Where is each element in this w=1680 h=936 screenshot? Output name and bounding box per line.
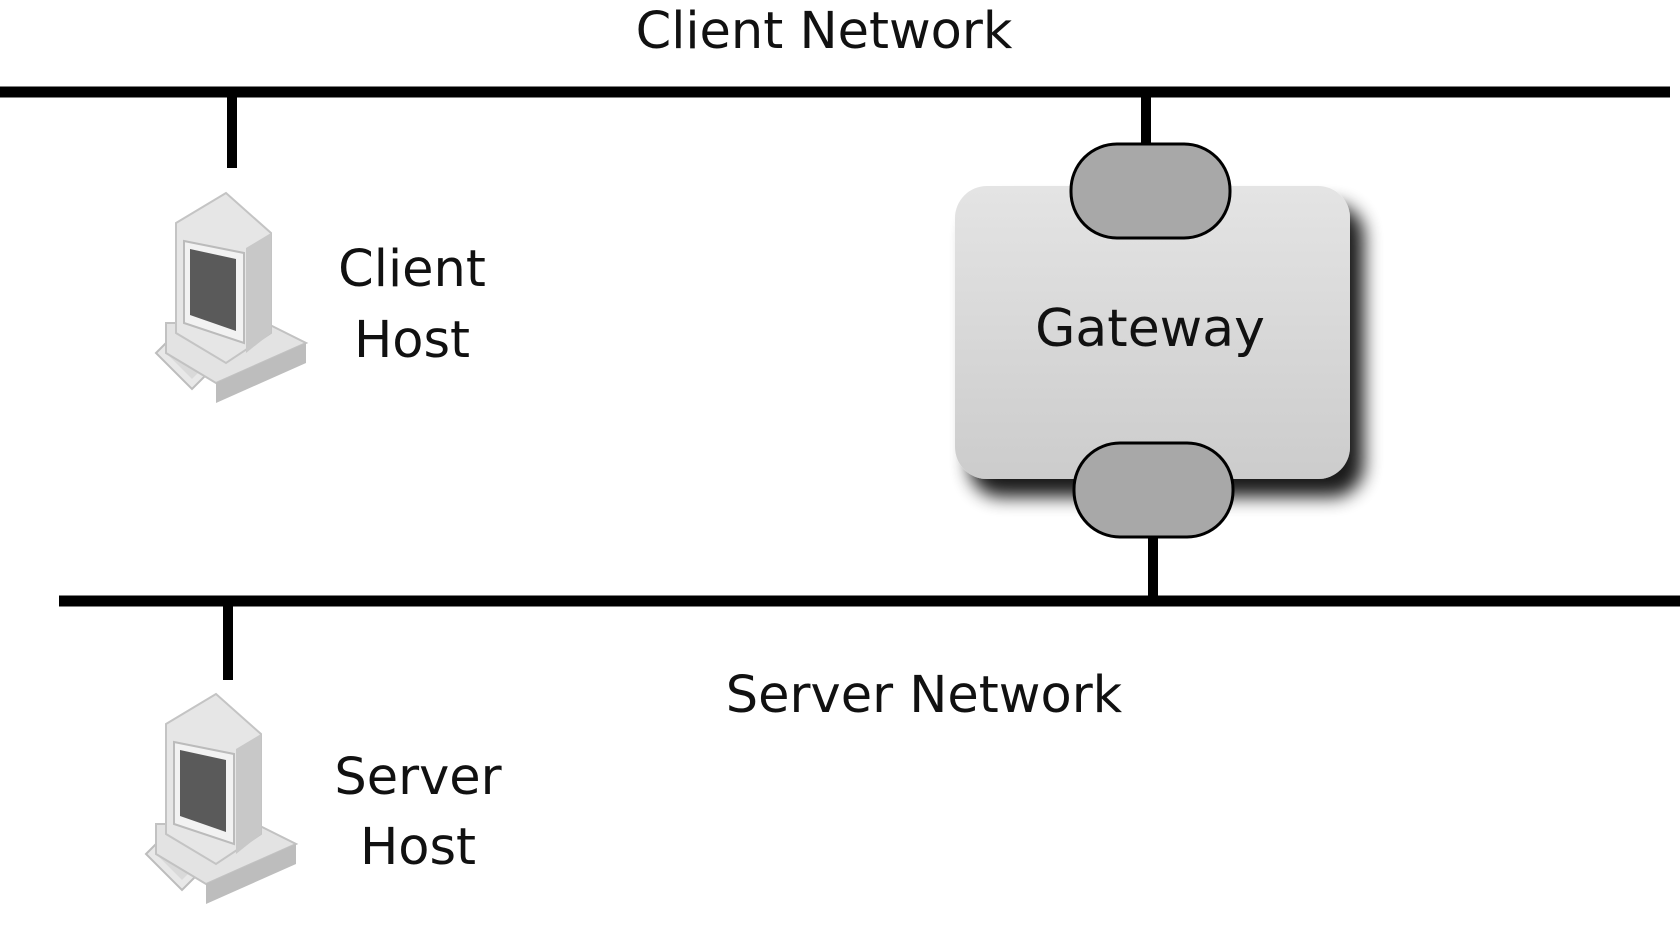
server-host-label-line1: Server bbox=[334, 748, 501, 807]
client-host-label-line2: Host bbox=[354, 311, 470, 370]
gateway-box bbox=[955, 186, 1350, 479]
gateway-port-client bbox=[1069, 142, 1232, 240]
client-network: Client Network bbox=[0, 2, 1670, 98]
computer-icon bbox=[145, 693, 297, 905]
server-host: Server Host bbox=[145, 606, 502, 905]
gateway-label: Gateway bbox=[1035, 299, 1265, 359]
server-host-label-line2: Host bbox=[360, 818, 476, 877]
gateway: Gateway bbox=[955, 96, 1350, 598]
client-host-label-line1: Client bbox=[338, 240, 486, 299]
server-network: Server Network bbox=[59, 595, 1680, 725]
server-network-label: Server Network bbox=[726, 666, 1123, 725]
gateway-port-server bbox=[1072, 441, 1235, 539]
client-host: Client Host bbox=[155, 96, 486, 404]
client-network-label: Client Network bbox=[636, 2, 1013, 61]
computer-icon bbox=[155, 192, 307, 404]
